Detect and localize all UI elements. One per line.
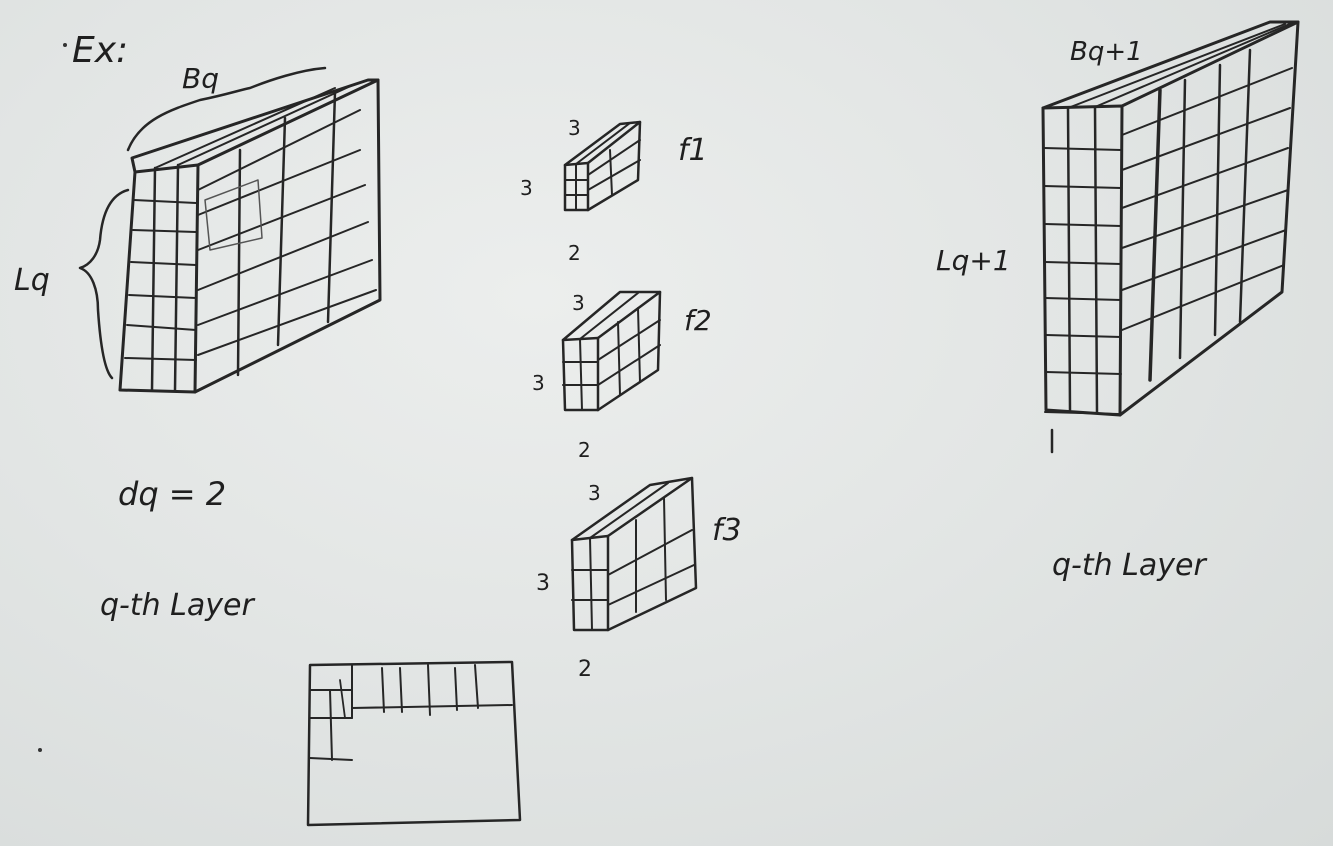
f3-side-dim: 3: [536, 571, 550, 596]
f1-name: f1: [678, 133, 708, 168]
left-width-label: Bq: [182, 62, 219, 95]
f2-name: f2: [684, 304, 712, 337]
marker-dot: [38, 748, 42, 752]
right-volume: [1041, 20, 1300, 454]
depth-equation: dq = 2: [118, 475, 226, 513]
f3-name: f3: [712, 513, 742, 548]
filter-f1-cube: [563, 120, 642, 212]
filter-f2-cube: [561, 290, 662, 412]
f2-side-dim: 3: [532, 371, 545, 395]
left-volume: [118, 78, 382, 394]
f2-top-dim: 3: [572, 291, 585, 315]
f1-top-dim: 3: [568, 116, 581, 140]
f1-side-dim: 3: [520, 176, 533, 200]
height-brace: [78, 188, 130, 380]
f1-bottom-dim: 2: [568, 241, 581, 265]
width-brace: [126, 66, 327, 152]
filter-f3-cube: [570, 476, 698, 632]
right-caption: q-th Layer: [1052, 548, 1207, 583]
f2-bottom-dim: 2: [578, 438, 591, 462]
example-heading: Ex:: [72, 30, 128, 71]
right-height-label: Lq+1: [936, 244, 1011, 277]
f3-bottom-dim: 2: [578, 657, 592, 682]
sliding-window-sketch: [306, 660, 522, 827]
right-width-label: Bq+1: [1070, 37, 1143, 67]
f3-top-dim: 3: [588, 481, 601, 505]
left-caption: q-th Layer: [100, 588, 255, 623]
left-height-label: Lq: [14, 263, 50, 298]
marker-dot: [63, 43, 67, 47]
